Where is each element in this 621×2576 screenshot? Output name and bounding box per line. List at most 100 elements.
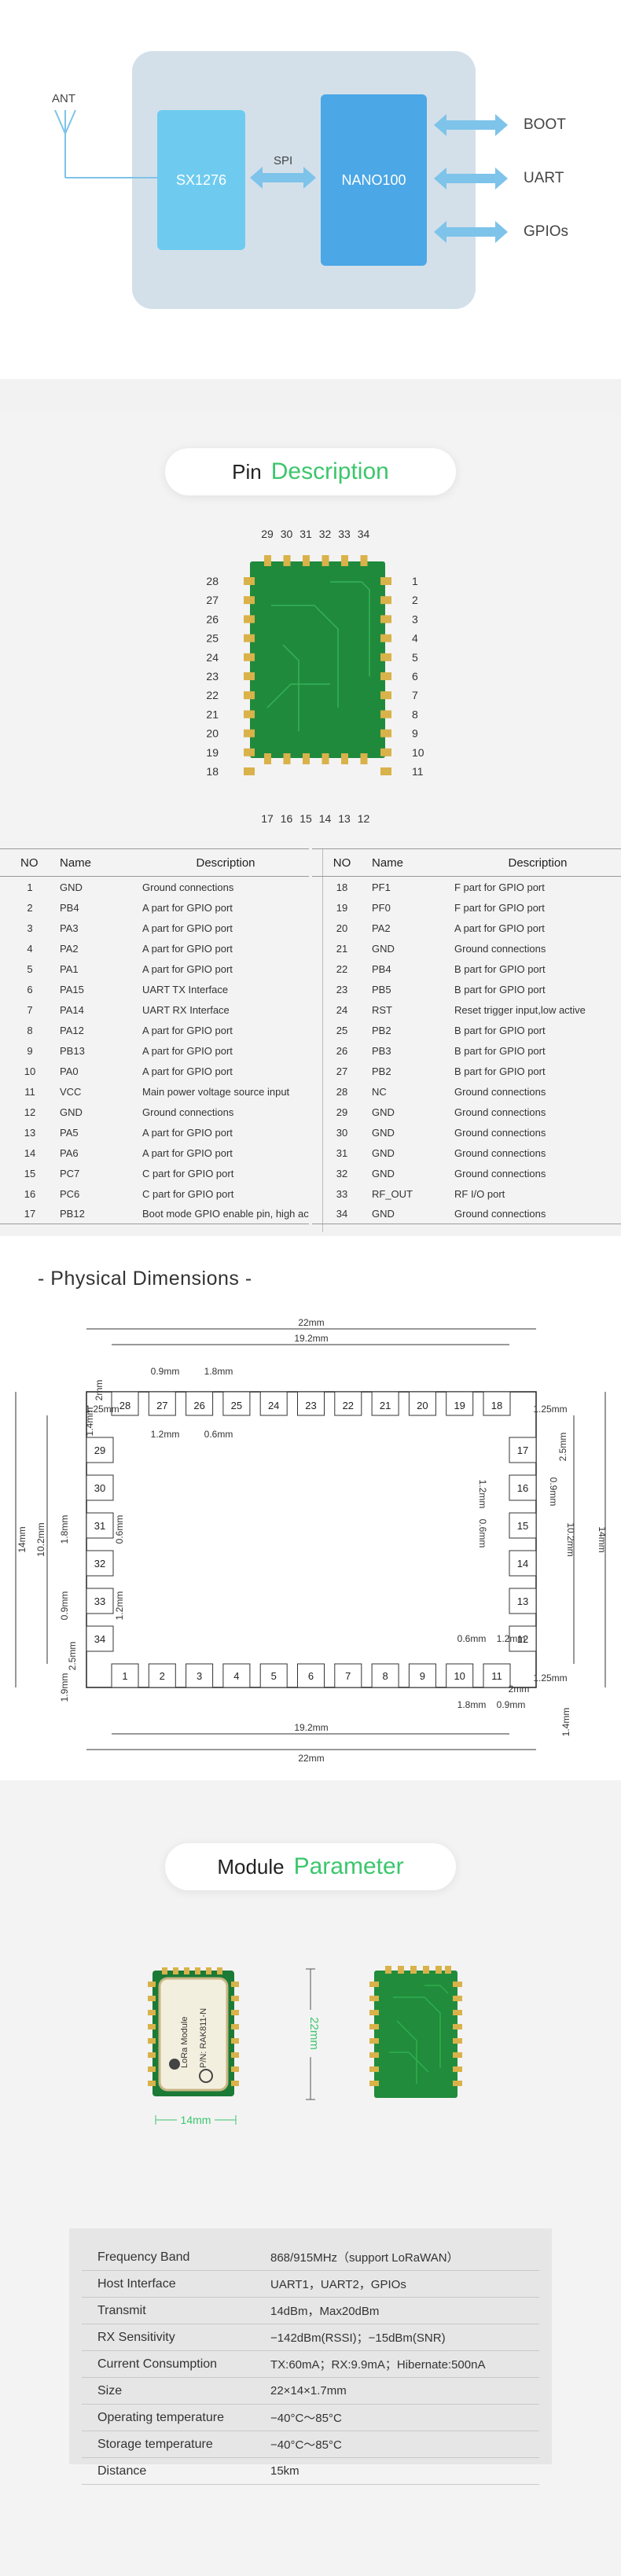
- pin-description: Reset trigger input,low active: [454, 1003, 586, 1016]
- parameter-value: UART1，UART2，GPIOs: [270, 2278, 406, 2291]
- dimension-label: 1.9mm: [59, 1673, 70, 1702]
- pad-number: 27: [156, 1400, 167, 1411]
- pin-title-green: Description: [270, 458, 389, 484]
- pad-number: 17: [517, 1444, 528, 1456]
- pad: [148, 1663, 176, 1688]
- pin-number: 21: [336, 942, 348, 955]
- pin-number: 4: [27, 942, 33, 955]
- pin-label: 11: [412, 765, 424, 778]
- parameter-value: −40°C～85°C: [270, 2412, 342, 2425]
- boot-label: BOOT: [524, 116, 566, 133]
- header-description: Description: [196, 856, 255, 870]
- pad-number: 30: [94, 1482, 105, 1494]
- pin-description: Ground connections: [142, 881, 234, 893]
- pin-description: A part for GPIO port: [142, 1146, 233, 1159]
- pin-title-dark: Pin: [232, 459, 262, 484]
- pad: [408, 1391, 436, 1416]
- spi-label: SPI: [274, 154, 293, 167]
- shield-text: LoRa Module: [180, 2017, 189, 2068]
- header-no: NO: [20, 856, 39, 870]
- pad-number: 3: [197, 1670, 202, 1682]
- dimension-label: 0.6mm: [457, 1633, 487, 1644]
- pin-description: Ground connections: [454, 1126, 546, 1139]
- pin-pad: [244, 672, 255, 680]
- pad: [222, 1663, 251, 1688]
- pcb-traces: [266, 581, 370, 731]
- pin-pad: [380, 615, 391, 624]
- pad: [111, 1391, 139, 1416]
- pin-pad: [322, 555, 329, 566]
- dimension-label: 2mm: [94, 1380, 105, 1401]
- pin-pad: [244, 691, 255, 700]
- dimension-label: 19.2mm: [294, 1333, 328, 1344]
- pin-name: GND: [372, 1106, 395, 1118]
- table-row: 30 GND Ground connections: [312, 1122, 621, 1143]
- dimension-label: 14mm: [17, 1526, 28, 1552]
- pad-number: 34: [94, 1633, 105, 1645]
- pin-number: 30: [336, 1126, 348, 1139]
- pad: [222, 1391, 251, 1416]
- pin-pad: [244, 653, 255, 661]
- pin-number: 6: [27, 983, 33, 995]
- pin-pad: [341, 555, 348, 566]
- parameter-row: RX Sensitivity−142dBm(RSSI)；−15dBm(SNR): [82, 2324, 539, 2351]
- pin-number: 12: [24, 1106, 36, 1118]
- pin-number: 13: [24, 1126, 36, 1139]
- pin-label: 19: [206, 746, 219, 759]
- pad: [86, 1550, 114, 1577]
- pin-number: 14: [24, 1146, 36, 1159]
- pin-description: A part for GPIO port: [142, 1024, 233, 1036]
- pin-label: 33: [338, 528, 351, 540]
- pad-number: 29: [94, 1444, 105, 1456]
- pin-label: 9: [412, 727, 418, 740]
- parameter-name: Size: [97, 2383, 123, 2398]
- parameter-name: Transmit: [97, 2303, 146, 2317]
- pad-number: 31: [94, 1520, 105, 1532]
- pad-number: 24: [268, 1400, 279, 1411]
- pin-number: 17: [24, 1208, 36, 1220]
- dimension-label: 0.6mm: [114, 1515, 125, 1544]
- parameter-name: Storage temperature: [97, 2437, 213, 2451]
- pin-pad: [380, 729, 391, 738]
- pin-description-section: Pin Description: [0, 414, 621, 1225]
- dimension-label: 10.2mm: [565, 1522, 576, 1556]
- sx1276-chip: SX1276: [157, 110, 245, 250]
- pin-name: PA2: [372, 922, 391, 934]
- pin-label: 17: [261, 812, 274, 825]
- pin-pad: [341, 753, 348, 764]
- pin-number: 22: [336, 962, 348, 975]
- dimension-label: 1.8mm: [59, 1515, 70, 1544]
- pin-label: 6: [412, 670, 418, 683]
- pin-name: GND: [372, 1208, 395, 1220]
- pin-number: 19: [336, 901, 348, 914]
- pin-name: GND: [372, 1126, 395, 1139]
- pin-pad: [360, 555, 368, 566]
- pin-label: 10: [412, 746, 424, 759]
- pin-pad: [380, 634, 391, 642]
- pad: [371, 1391, 399, 1416]
- pin-table-header: NO Name Description: [0, 848, 309, 877]
- dimension-label: 0.6mm: [204, 1429, 233, 1440]
- pin-description: F part for GPIO port: [454, 881, 545, 893]
- parameter-name: RX Sensitivity: [97, 2330, 175, 2344]
- parameter-name: Distance: [97, 2464, 147, 2478]
- module-back: [369, 1966, 462, 2098]
- pad: [509, 1474, 537, 1501]
- parameter-name: Current Consumption: [97, 2357, 218, 2371]
- pin-pad: [380, 596, 391, 605]
- pad-number: 32: [94, 1558, 105, 1570]
- pin-label: 7: [412, 689, 418, 701]
- pin-number: 33: [336, 1187, 348, 1200]
- pad-number: 15: [517, 1520, 528, 1532]
- pad: [111, 1663, 139, 1688]
- pin-name: PA15: [60, 983, 84, 995]
